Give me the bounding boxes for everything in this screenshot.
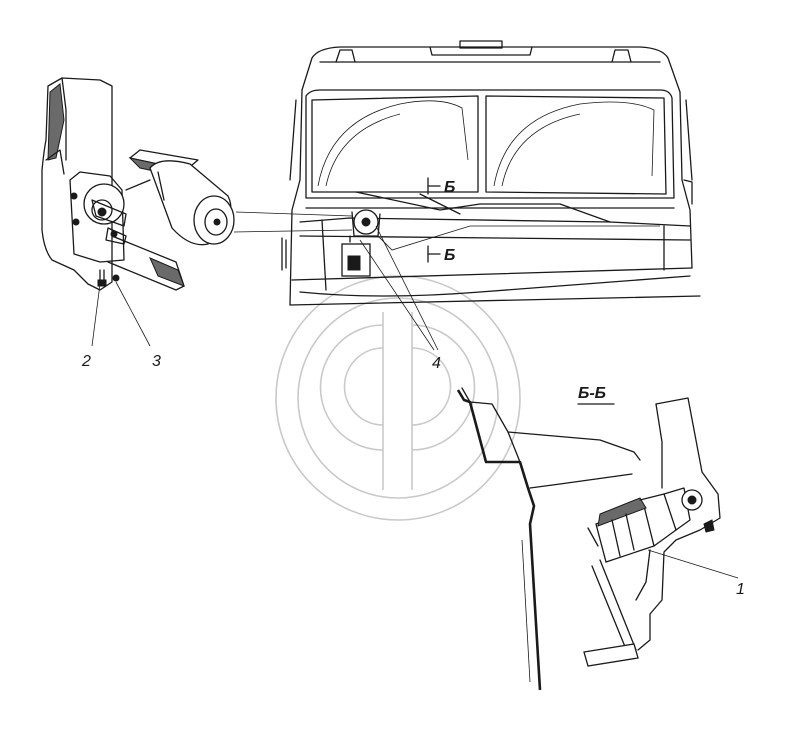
truck-cab: [281, 40, 701, 306]
callout-1-leader: [647, 549, 739, 579]
section-mark-lower: Б: [427, 245, 455, 264]
callout-3-leader: [115, 281, 151, 347]
section-mark-upper: Б: [427, 177, 455, 196]
cab-motor-mount: [341, 209, 381, 277]
watermark-logo: [275, 275, 521, 521]
motor-detail-view: [41, 77, 235, 291]
section-mark-lower-label: Б: [444, 247, 455, 264]
callout-4-leader-a: [359, 239, 435, 351]
wire-harness: [377, 225, 660, 251]
callout-4-leader-b: [375, 225, 439, 351]
callout-2-leader: [91, 283, 101, 347]
callout-1-label: 1: [736, 581, 745, 598]
callout-4-label: 4: [432, 355, 441, 372]
detail-leader-upper: [235, 211, 353, 217]
section-mark-upper-label: Б: [444, 179, 455, 196]
section-view: [456, 387, 721, 691]
callout-3-label: 3: [152, 353, 161, 370]
section-title: Б-Б: [578, 385, 606, 402]
callout-2-label: 2: [81, 353, 91, 370]
detail-leader-lower: [233, 229, 353, 233]
